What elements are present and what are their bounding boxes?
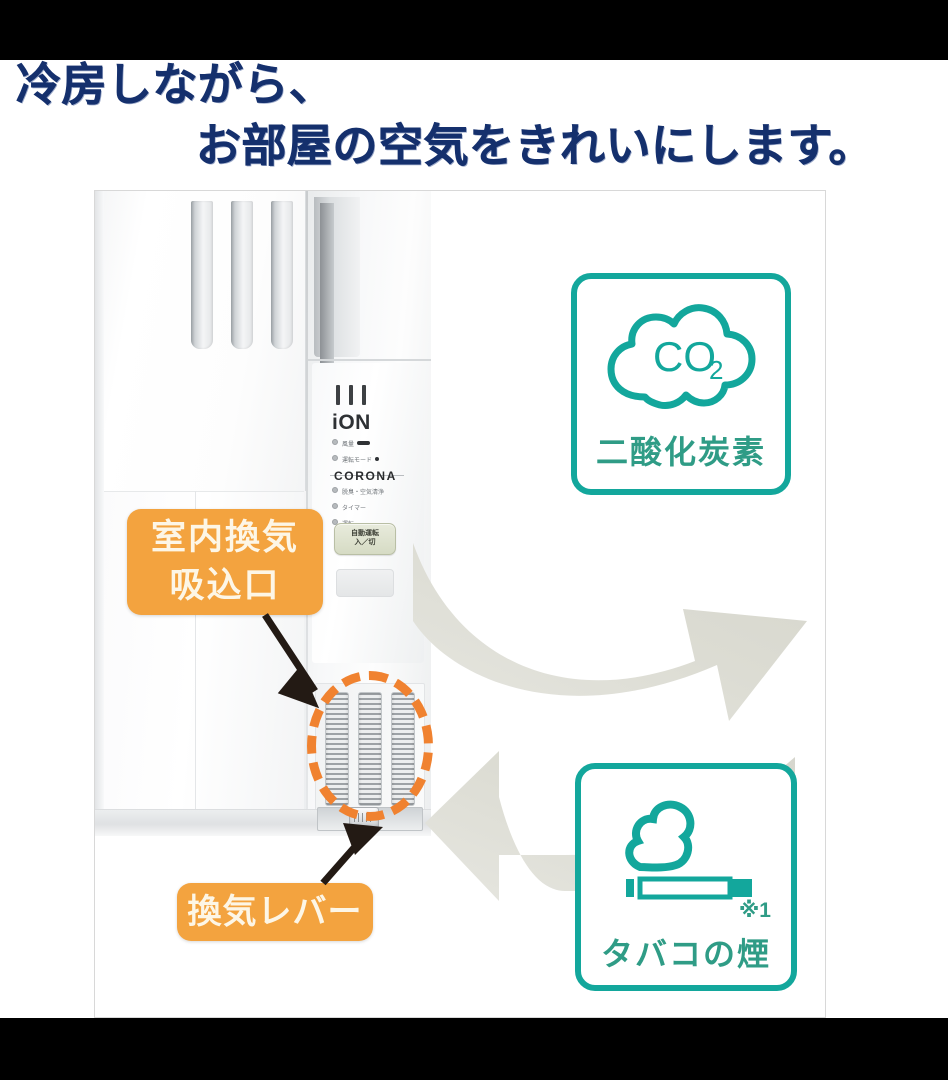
callout-intake-port[interactable]: 室内換気 吸込口 xyxy=(127,509,323,615)
indicator-row-fan-speed: 風量 xyxy=(332,439,371,448)
ac-top-intake-shadow xyxy=(320,203,334,363)
airflow-arrow-up xyxy=(413,543,807,721)
indicator-label-purify: 脱臭・空気清浄 xyxy=(342,490,385,496)
secondary-button[interactable] xyxy=(336,569,394,597)
page-title: 冷房しながら、 お部屋の空気をきれいにします。 xyxy=(0,59,948,171)
indicator-led-fan-speed xyxy=(332,439,338,445)
ac-louver-gap-line xyxy=(305,191,306,491)
ac-top-intake-slot xyxy=(314,197,360,363)
ac-front-door-seam xyxy=(195,491,196,821)
ac-control-panel: iON 風量 運転モード 脱臭・空気清浄 タイマー 運転 xyxy=(312,363,424,663)
info-card-co2-label: 二酸化炭素 xyxy=(595,434,766,470)
indicator-label-timer: タイマー xyxy=(342,506,367,512)
auto-operation-button-line-2: 入／切 xyxy=(354,539,376,547)
indicator-label-fan-speed: 風量 xyxy=(342,442,355,448)
page-title-line-1: 冷房しながら、 xyxy=(16,59,335,110)
panel-divider-rule xyxy=(330,475,404,476)
letterbox-top xyxy=(0,0,948,60)
ion-bar-2 xyxy=(349,385,353,405)
indicator-bargraph-mode xyxy=(375,457,380,461)
info-card-co2[interactable]: CO 2 二酸化炭素 xyxy=(571,273,791,495)
indicator-row-purify: 脱臭・空気清浄 xyxy=(332,487,384,496)
highlight-ellipse xyxy=(307,671,433,821)
ac-mid-seam xyxy=(306,191,308,821)
co2-cloud-icon: CO 2 xyxy=(607,304,756,409)
indicator-label-mode: 運転モード xyxy=(342,458,373,464)
illustration-panel: iON 風量 運転モード 脱臭・空気清浄 タイマー 運転 xyxy=(94,190,826,1018)
ac-left-edge xyxy=(95,191,104,821)
info-card-smoke-label: タバコの煙 xyxy=(600,936,771,972)
indicator-row-mode: 運転モード xyxy=(332,455,380,464)
indicator-bargraph-fan-speed xyxy=(357,441,371,445)
corona-brand-logo: CORONA xyxy=(334,469,397,483)
cigarette-smoke-icon xyxy=(625,800,752,900)
callout-intake-port-line-1: 室内換気 xyxy=(150,518,299,557)
ion-brand-label: iON xyxy=(332,411,371,434)
ac-louver-slot-1 xyxy=(191,201,213,349)
indicator-led-purify xyxy=(332,487,338,493)
indicator-led-mode xyxy=(332,455,338,461)
callout-intake-port-line-2: 吸込口 xyxy=(169,566,281,605)
callout-ventilation-lever[interactable]: 換気レバー xyxy=(177,883,373,941)
info-card-smoke[interactable]: ※1 タバコの煙 xyxy=(575,763,797,991)
auto-operation-button-line-1: 自動運転 xyxy=(351,530,379,537)
co2-icon-main-text: CO xyxy=(653,333,716,380)
page-title-line-2: お部屋の空気をきれいにします。 xyxy=(196,120,875,171)
ac-louver-slot-3 xyxy=(271,201,293,349)
ion-bar-3 xyxy=(362,385,366,405)
co2-icon-subscript-text: 2 xyxy=(709,355,723,385)
ion-emitter-bars xyxy=(336,385,375,410)
callout-ventilation-lever-label: 換気レバー xyxy=(187,893,363,931)
ion-bar-1 xyxy=(336,385,340,405)
letterbox-bottom xyxy=(0,1018,948,1080)
info-card-smoke-footnote: ※1 xyxy=(738,899,771,922)
auto-operation-button[interactable]: 自動運転 入／切 xyxy=(334,523,396,555)
indicator-row-timer: タイマー xyxy=(332,503,366,512)
ac-column-divider xyxy=(308,359,431,361)
indicator-led-timer xyxy=(332,503,338,509)
ac-louver-slot-2 xyxy=(231,201,253,349)
